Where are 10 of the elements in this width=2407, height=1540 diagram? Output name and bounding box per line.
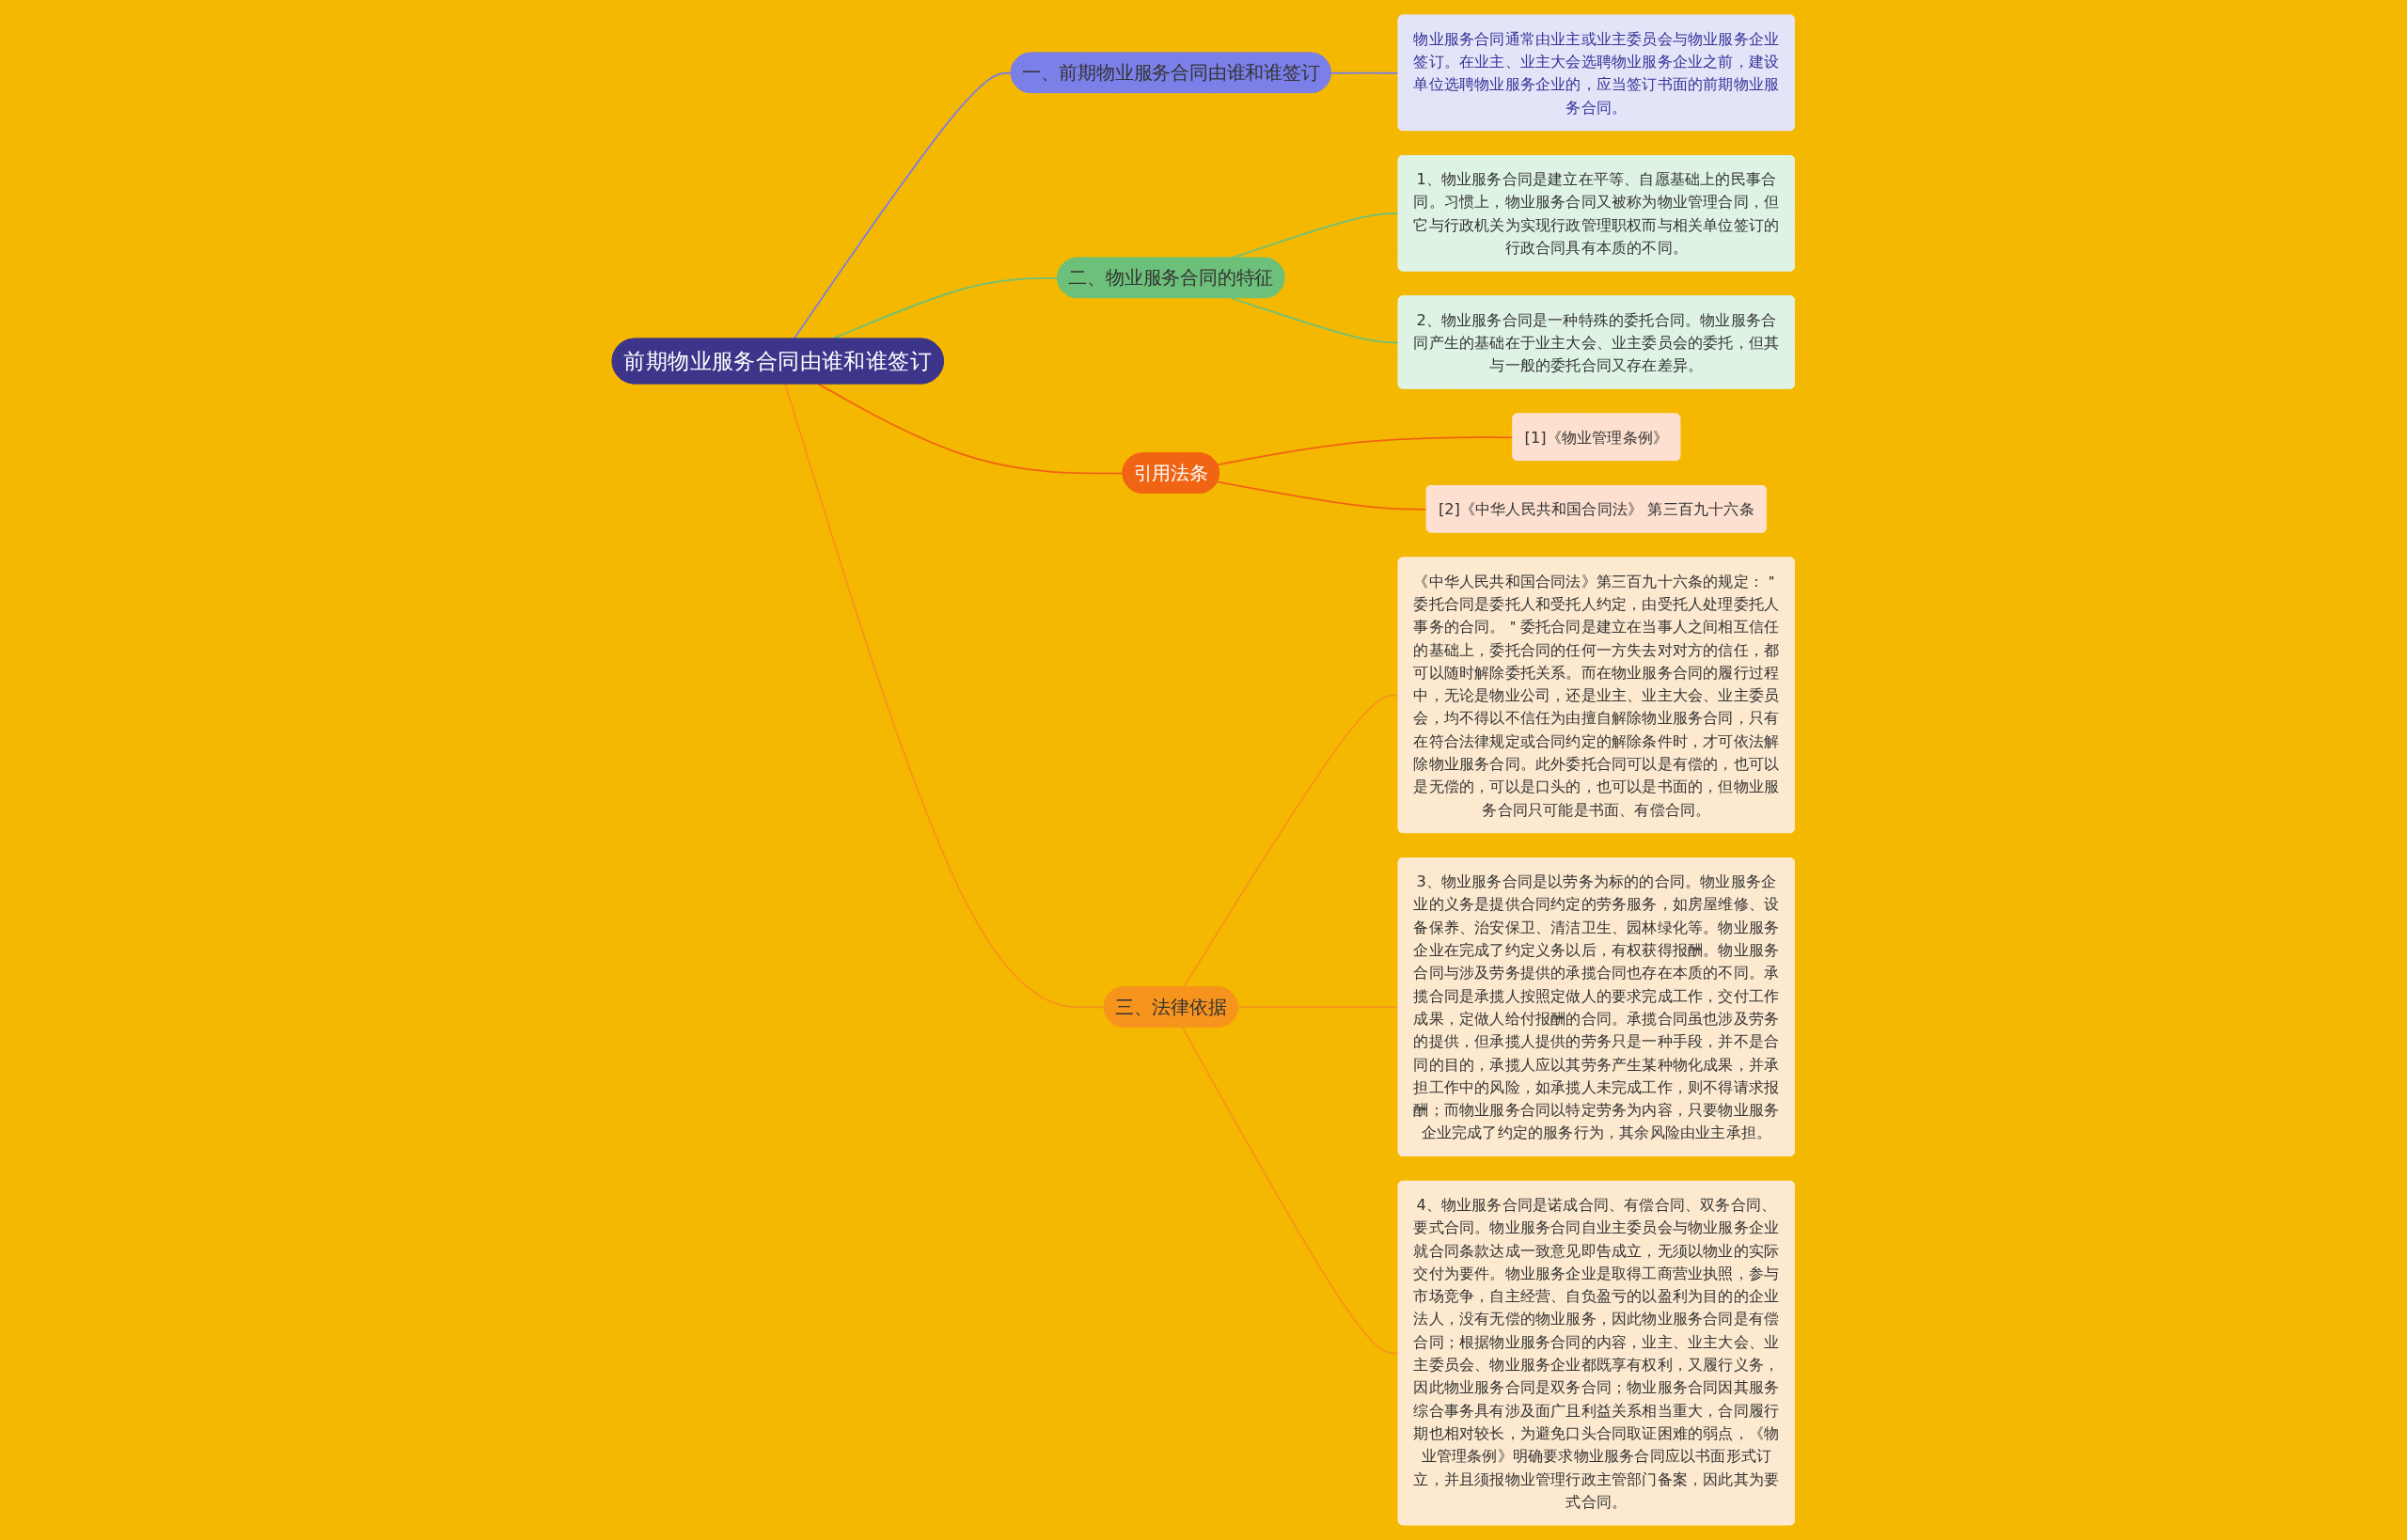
connector bbox=[1329, 71, 1400, 74]
connector bbox=[1181, 1026, 1400, 1355]
connector bbox=[1230, 297, 1400, 344]
connector bbox=[1217, 480, 1428, 511]
connector bbox=[817, 383, 1125, 475]
connector bbox=[1230, 212, 1400, 259]
connector bbox=[1236, 1006, 1400, 1009]
connector bbox=[793, 71, 1013, 340]
connector bbox=[1217, 436, 1515, 466]
connector bbox=[784, 383, 1106, 1009]
